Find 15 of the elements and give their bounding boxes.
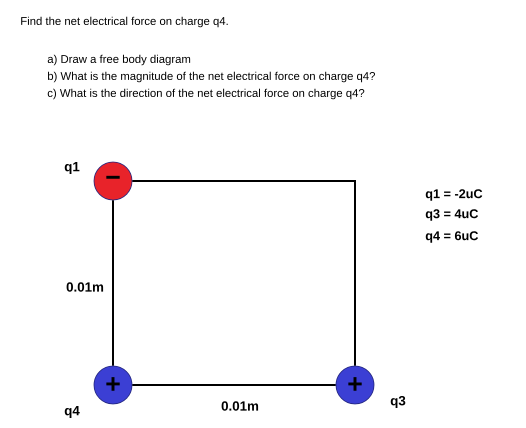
charge-label: q1 <box>64 162 80 174</box>
charge-value: q3 = 4uC <box>426 209 478 221</box>
charge-value: q4 = 6uC <box>426 231 478 243</box>
charge-label: q3 <box>390 396 406 408</box>
connecting-line <box>112 200 114 366</box>
question-item: b) What is the magnitude of the net electrical force on charge q4? <box>48 72 375 82</box>
distance-label: 0.01m <box>220 400 260 412</box>
question-item: a) Draw a free body diagram <box>48 54 190 66</box>
connecting-line <box>132 180 356 366</box>
charge-value: q1 = -2uC <box>426 189 482 201</box>
connecting-line <box>132 384 336 386</box>
charge-label: q4 <box>64 406 80 418</box>
question-text: Find the net electrical force on charge q4. <box>21 16 228 28</box>
distance-label: 0.01m <box>64 280 106 294</box>
question-item: c) What is the direction of the net electrical force on charge q4? <box>48 88 364 100</box>
